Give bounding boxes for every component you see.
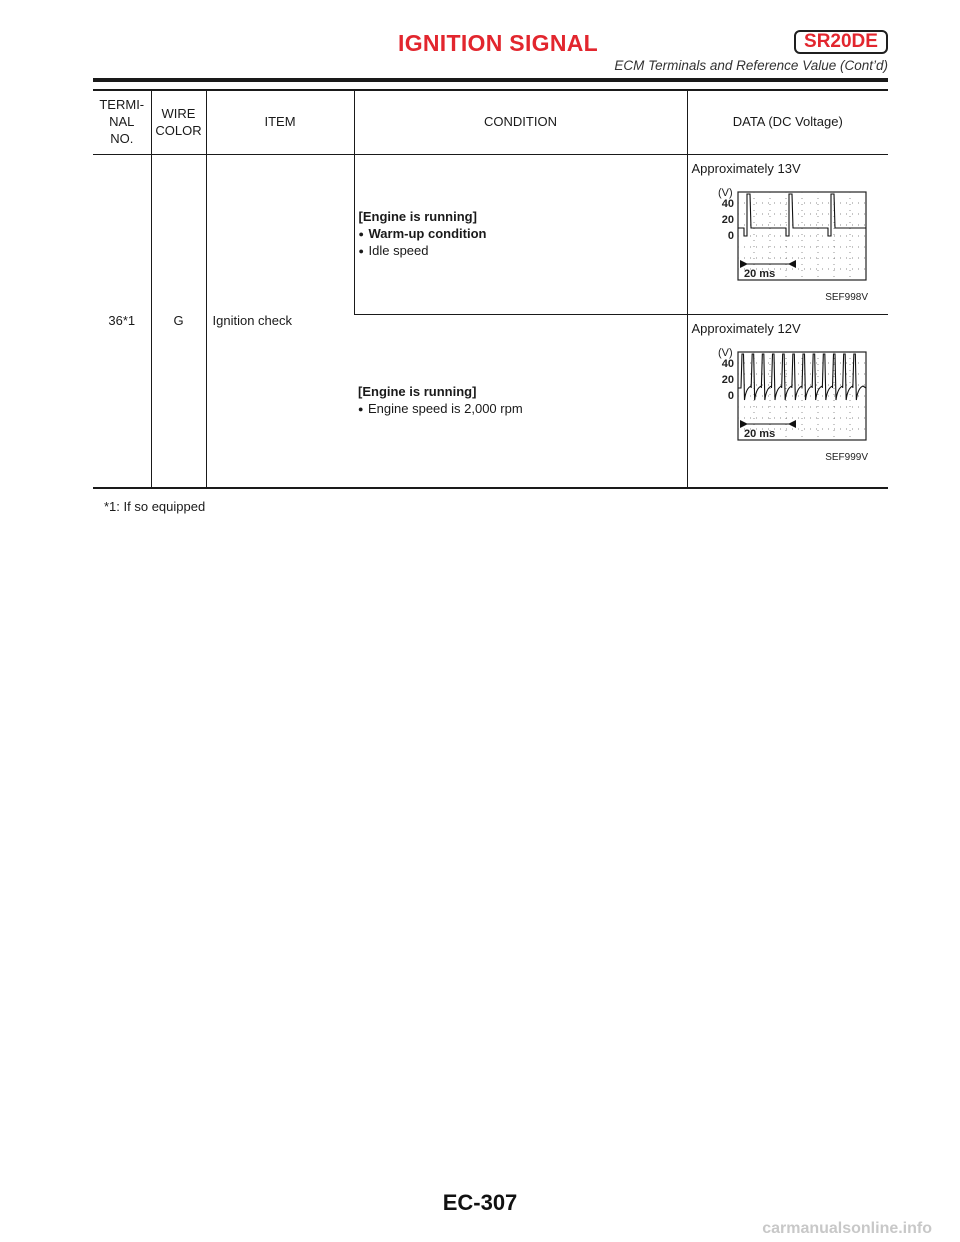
- data-value: Approximately 13V: [691, 161, 801, 176]
- scope-tick-label: 20: [721, 214, 733, 226]
- scope-tick-label: 40: [721, 198, 733, 210]
- col-data: DATA (DC Voltage): [686, 89, 888, 155]
- condition-text: Idle speed: [368, 242, 429, 258]
- condition-text: Warm-up condition: [368, 226, 487, 242]
- timebase-arrow-icon: [787, 260, 796, 268]
- col-item: ITEM: [205, 89, 354, 155]
- scope-waveform-trace: [737, 193, 866, 237]
- data-value: Approximately 12V: [691, 321, 801, 336]
- timebase-arrow-icon: [787, 420, 796, 428]
- condition-bullet: ● Warm-up condition: [359, 226, 686, 243]
- condition-bullet: ● Idle speed: [359, 243, 686, 260]
- timebase-arrow-icon: [739, 260, 748, 268]
- watermark: carmanualsonline.info: [762, 1220, 932, 1237]
- terminal-reference-table: TERMI- NAL NO. WIRE COLOR ITEM CONDITION…: [93, 89, 888, 489]
- table-header-row: TERMI- NAL NO. WIRE COLOR ITEM CONDITION…: [93, 89, 888, 155]
- scope-tick-label: 0: [727, 230, 733, 242]
- model-badge: SR20DE: [794, 30, 888, 54]
- oscilloscope-waveform: (V)40 20 0 20 ms SEF999V: [718, 347, 868, 463]
- condition-heading: [Engine is running]: [358, 209, 477, 225]
- col-terminal-line3: NO.: [110, 130, 134, 146]
- col-wire-line2: COLOR: [155, 122, 202, 138]
- col-condition: CONDITION: [353, 89, 687, 155]
- scope-waveform-trace: [737, 353, 866, 401]
- bullet-icon: ●: [358, 403, 364, 414]
- scope-tick-label: 0: [727, 390, 733, 402]
- timebase-arrow-icon: [739, 420, 748, 428]
- oscilloscope-figure-2: (V)40 20 0 20 ms SEF999V: [692, 336, 874, 471]
- table-row: [Engine is running] ● Engine speed is 2,…: [93, 314, 888, 489]
- oscilloscope-waveform: (V)40 20 0 20 ms SEF998V: [718, 187, 868, 303]
- col-terminal-line2: NAL: [109, 114, 135, 130]
- col-wire-color: WIRE COLOR: [150, 89, 206, 155]
- section-subtitle: ECM Terminals and Reference Value (Cont’…: [614, 58, 888, 73]
- figure-id-label: SEF998V: [825, 292, 868, 303]
- timebase-label: 20 ms: [744, 268, 775, 280]
- table-row: 36*1 G Ignition check [Engine is running…: [93, 154, 888, 489]
- col-wire-line1: WIRE: [161, 105, 196, 121]
- section-title: IGNITION SIGNAL: [398, 30, 598, 56]
- col-terminal-no: TERMI- NAL NO.: [93, 89, 151, 155]
- scope-unit-label: (V): [718, 187, 733, 199]
- data-cell-2: Approximately 12V (V)40 20 0 20 ms SEF999V: [686, 314, 888, 489]
- footnote: *1: If so equipped: [104, 499, 206, 514]
- condition-cell-1: [Engine is running] ● Warm-up condition …: [353, 154, 687, 315]
- page-number: EC-307: [442, 1190, 518, 1215]
- condition-bullet: ● Engine speed is 2,000 rpm: [358, 401, 686, 418]
- item-name: Ignition check: [205, 154, 354, 489]
- scope-unit-label: (V): [718, 347, 733, 359]
- condition-text: Engine speed is 2,000 rpm: [368, 400, 523, 416]
- data-cell-1: Approximately 13V (V)40 20 0 20 ms SEF998V: [686, 154, 888, 315]
- header-divider: [93, 78, 888, 82]
- figure-id-label: SEF999V: [825, 452, 868, 463]
- bullet-icon: ●: [358, 246, 364, 257]
- timebase-label: 20 ms: [744, 428, 775, 440]
- oscilloscope-figure-1: (V)40 20 0 20 ms SEF998V: [692, 176, 874, 311]
- wire-color: G: [150, 154, 206, 489]
- scope-tick-label: 40: [721, 358, 733, 370]
- terminal-number: 36*1: [93, 154, 151, 489]
- condition-cell-2: [Engine is running] ● Engine speed is 2,…: [354, 314, 687, 489]
- col-terminal-line1: TERMI-: [99, 97, 145, 113]
- scope-tick-label: 20: [721, 374, 733, 386]
- condition-heading: [Engine is running]: [358, 383, 477, 399]
- bullet-icon: ●: [358, 229, 364, 240]
